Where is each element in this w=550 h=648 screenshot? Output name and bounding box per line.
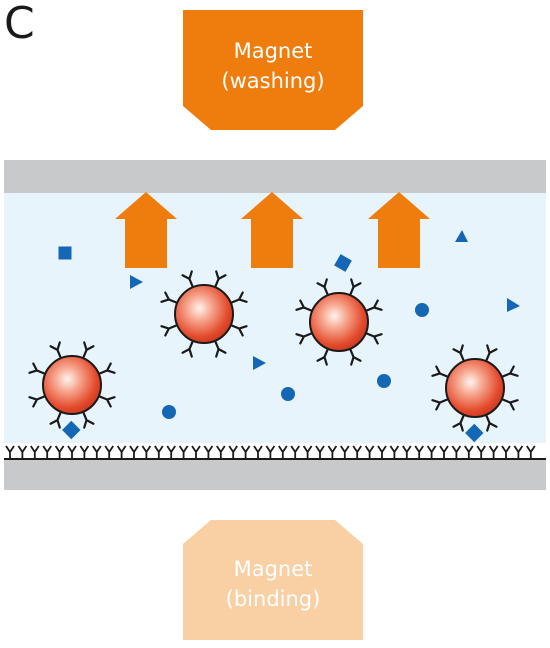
binding-magnet-sublabel: (binding) xyxy=(225,587,321,611)
washing-magnet-label: Magnet xyxy=(233,39,313,63)
magnetic-bead-icon xyxy=(431,344,519,443)
chamber-bottom-wall xyxy=(4,459,546,490)
panel-label: C xyxy=(4,0,35,49)
bound-analyte-icon xyxy=(465,423,484,443)
washing-magnet-sublabel: (washing) xyxy=(221,69,325,93)
binding-magnet: Magnet (binding) xyxy=(183,520,363,640)
analyte-molecule-icon xyxy=(377,374,391,388)
binding-magnet-shape xyxy=(183,520,363,640)
washing-magnet-shape xyxy=(183,10,363,130)
analyte-molecule-icon xyxy=(334,254,352,272)
capture-antibody-surface-icon xyxy=(4,445,546,460)
analyte-molecule-icon xyxy=(507,298,520,312)
analyte-molecule-icon xyxy=(130,275,143,289)
analyte-molecule-icon xyxy=(58,246,72,260)
analyte-molecule-icon xyxy=(253,356,266,370)
magnetic-bead-icon xyxy=(28,341,116,440)
magnetic-bead-icon xyxy=(295,278,383,366)
up-arrow-icon xyxy=(368,192,430,268)
binding-magnet-label: Magnet xyxy=(233,557,313,581)
magnetic-bead-icon xyxy=(160,270,248,358)
bound-analyte-icon xyxy=(62,420,81,440)
analyte-molecule-icon xyxy=(162,405,176,419)
analyte-molecule-icon xyxy=(455,230,468,242)
up-arrow-icon xyxy=(241,192,303,268)
analyte-molecule-icon xyxy=(415,303,429,317)
washing-magnet: Magnet (washing) xyxy=(183,10,363,130)
up-arrow-icon xyxy=(115,192,177,268)
chamber-top-wall xyxy=(4,160,546,193)
analyte-molecule-icon xyxy=(281,387,295,401)
